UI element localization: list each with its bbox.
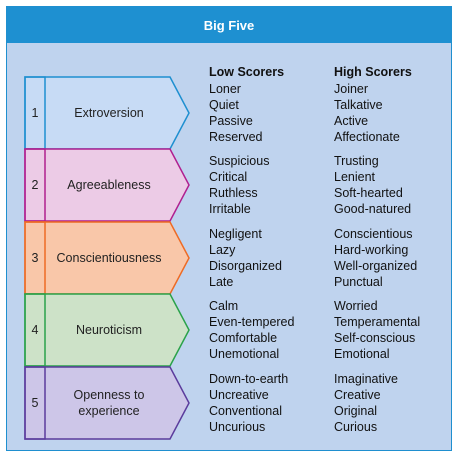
high-scorer-word: Talkative <box>334 98 383 112</box>
high-scorer-word: Curious <box>334 420 378 434</box>
low-scorer-word: Lazy <box>209 243 236 257</box>
low-scorer-word: Unemotional <box>209 347 280 361</box>
low-scorer-word: Quiet <box>209 98 239 112</box>
low-scorer-word: Uncurious <box>209 420 266 434</box>
trait-number: 4 <box>31 323 39 337</box>
high-scorer-word: Original <box>334 404 378 418</box>
low-scorer-word: Uncreative <box>209 388 269 402</box>
trait-number-box <box>24 148 46 222</box>
low-scorer-word: Disorganized <box>209 259 282 273</box>
low-scorer-word: Ruthless <box>209 186 258 200</box>
low-scorer-word: Calm <box>209 299 239 313</box>
trait-number-box <box>24 366 46 440</box>
low-scorer-word: Critical <box>209 170 248 184</box>
diagram-title: Big Five <box>7 7 451 43</box>
high-scorer-word: Imaginative <box>334 372 398 386</box>
trait-name: Neuroticism <box>76 323 142 337</box>
high-scorer-word: Good-natured <box>334 202 412 216</box>
high-scorer-word: Self-conscious <box>334 331 416 345</box>
low-scorer-word: Negligent <box>209 227 262 241</box>
trait-number: 1 <box>31 106 39 120</box>
high-scorer-word: Temperamental <box>334 315 421 329</box>
high-scorer-word: Lenient <box>334 170 376 184</box>
high-scorer-word: Affectionate <box>334 130 400 144</box>
trait-name: Extroversion <box>74 106 144 120</box>
trait-number: 5 <box>31 396 39 410</box>
low-scorer-word: Down-to-earth <box>209 372 289 386</box>
high-scorer-word: Trusting <box>334 154 379 168</box>
high-scorer-word: Hard-working <box>334 243 409 257</box>
trait-number: 2 <box>31 178 39 192</box>
low-scorer-word: Comfortable <box>209 331 278 345</box>
trait-name: Agreeableness <box>67 178 151 192</box>
low-scorer-word: Reserved <box>209 130 263 144</box>
high-scorer-word: Worried <box>334 299 378 313</box>
high-scorer-word: Conscientious <box>334 227 413 241</box>
low-scorer-word: Late <box>209 275 234 289</box>
trait-number: 3 <box>31 251 39 265</box>
low-scorer-word: Irritable <box>209 202 251 216</box>
big-five-diagram: Big Five Low Scorers High Scorers 1 Extro… <box>6 6 452 451</box>
high-scorer-word: Punctual <box>334 275 383 289</box>
trait-number-box <box>24 293 46 367</box>
high-scorer-word: Creative <box>334 388 381 402</box>
low-scorers-header: Low Scorers <box>209 65 285 79</box>
trait-arrow-5 <box>24 366 190 440</box>
low-scorer-word: Passive <box>209 114 253 128</box>
high-scorer-word: Well-organized <box>334 259 418 273</box>
low-scorer-word: Conventional <box>209 404 282 418</box>
high-scorer-word: Joiner <box>334 82 369 96</box>
high-scorer-word: Soft-hearted <box>334 186 403 200</box>
high-scorer-word: Emotional <box>334 347 390 361</box>
low-scorer-word: Suspicious <box>209 154 270 168</box>
trait-name: Conscientiousness <box>56 251 162 265</box>
high-scorer-word: Active <box>334 114 369 128</box>
low-scorer-word: Loner <box>209 82 241 96</box>
low-scorer-word: Even-tempered <box>209 315 295 329</box>
trait-arrows <box>24 76 190 440</box>
trait-name: Openness to experience <box>73 388 145 418</box>
high-scorers-header: High Scorers <box>334 65 412 79</box>
trait-arrow-4 <box>24 293 190 367</box>
trait-arrow-2 <box>24 148 190 222</box>
